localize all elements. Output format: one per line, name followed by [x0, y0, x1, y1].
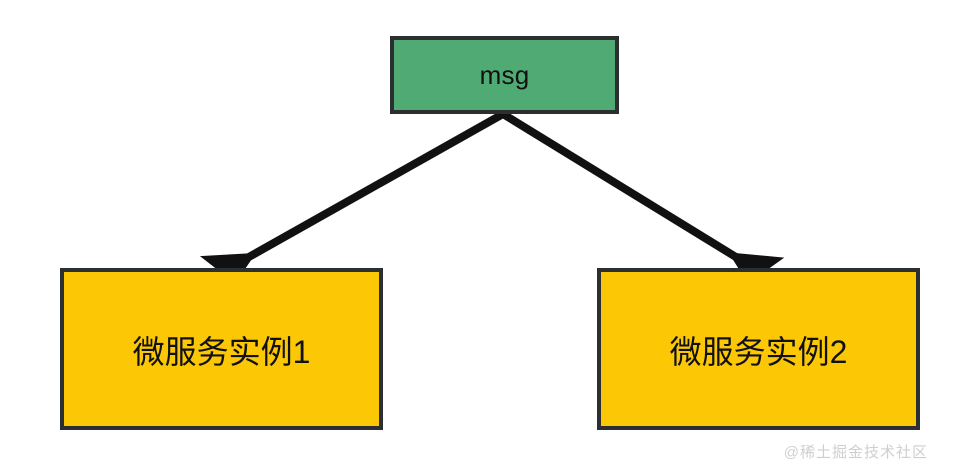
edge-msg-to-instance-1 — [199, 110, 505, 300]
node-instance-1-label: 微服务实例1 — [132, 334, 311, 370]
watermark: @稀土掘金技术社区 — [783, 444, 928, 461]
node-instance-2[interactable]: 微服务实例2 — [597, 268, 920, 430]
node-instance-1[interactable]: 微服务实例1 — [60, 268, 383, 430]
node-msg[interactable]: msg — [390, 36, 619, 114]
node-instance-2-label: 微服务实例2 — [669, 334, 848, 370]
edge-msg-to-instance-2 — [500, 110, 785, 300]
node-msg-label: msg — [479, 60, 530, 90]
